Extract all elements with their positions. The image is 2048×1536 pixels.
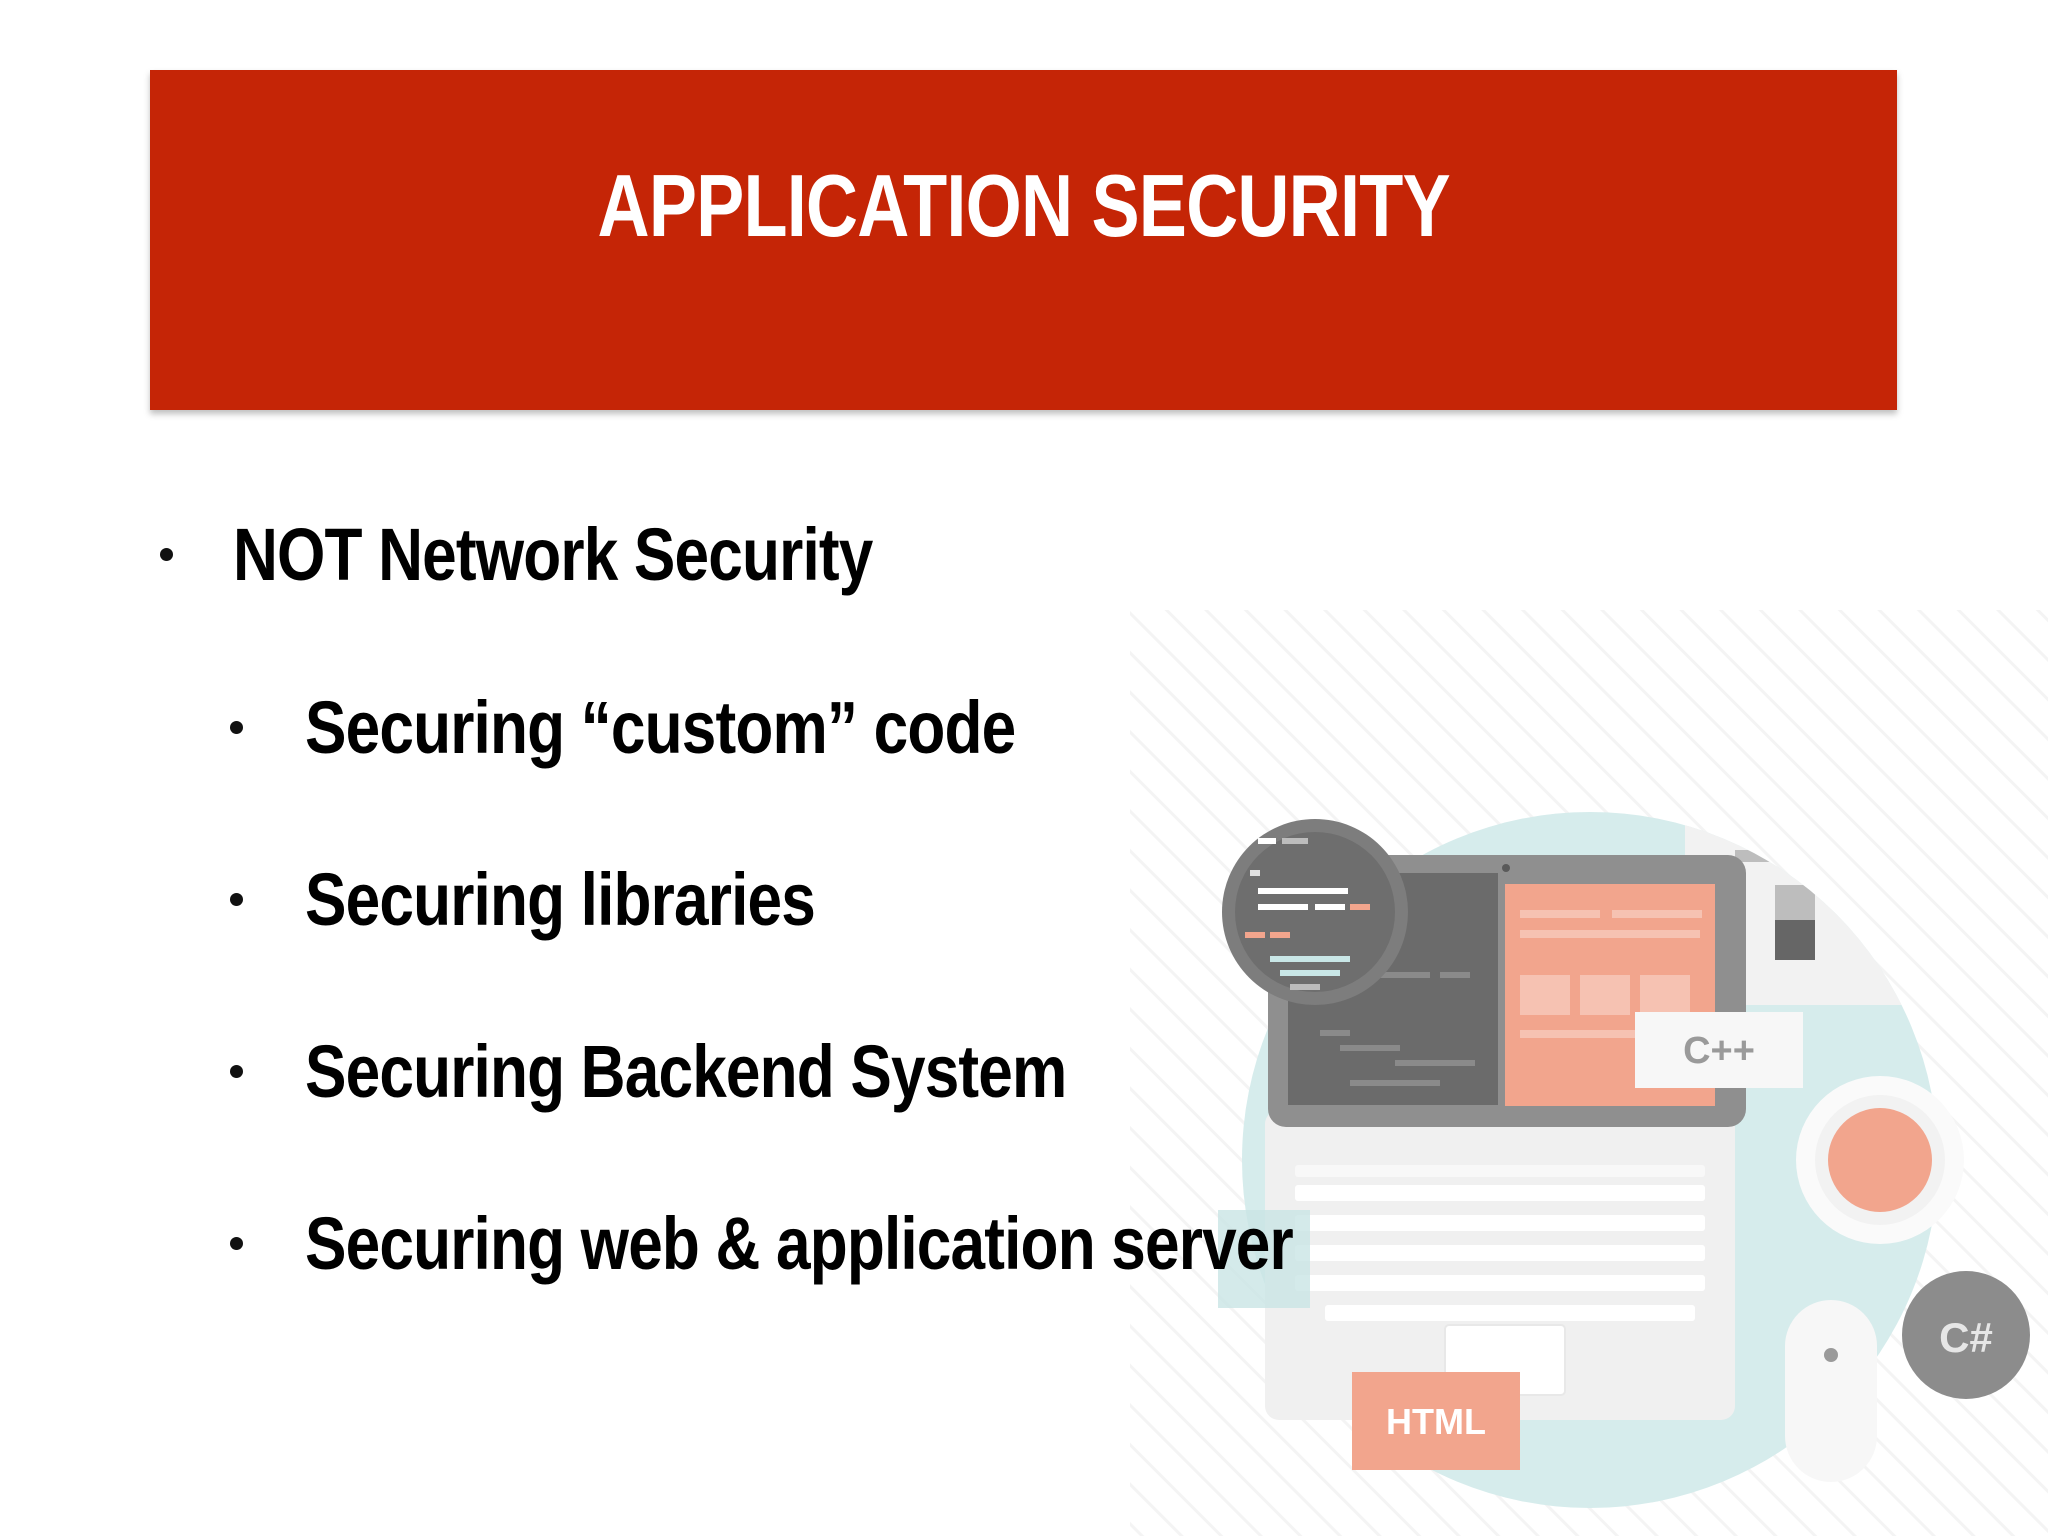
sub-bullet-item: Securing “custom” code — [230, 685, 1151, 770]
title-banner: APPLICATION SECURITY — [150, 70, 1897, 410]
cpp-label: C++ — [1683, 1030, 1755, 1072]
laptop-coding-illustration: C++ C# HTML — [1130, 610, 2048, 1536]
cpp-card — [1635, 1012, 1803, 1088]
bullet-text: NOT Network Security — [233, 513, 873, 596]
bullet-dot-icon — [230, 721, 243, 734]
bullet-text: Securing web & application server — [305, 1202, 1294, 1285]
bullet-dot-icon — [230, 1237, 243, 1250]
html-card — [1352, 1372, 1520, 1470]
slide-title: APPLICATION SECURITY — [597, 156, 1450, 255]
mouse-icon — [1785, 1300, 1877, 1482]
bullet-dot-icon — [230, 1065, 243, 1078]
csharp-badge — [1902, 1271, 2030, 1399]
bullet-dot-icon — [230, 893, 243, 906]
sub-bullet-item: Securing web & application server — [230, 1201, 1481, 1286]
html-label: HTML — [1386, 1401, 1486, 1442]
bullet-text: Securing “custom” code — [305, 686, 1016, 769]
sub-bullet-item: Securing Backend System — [230, 1029, 1211, 1114]
bullet-item: NOT Network Security — [160, 512, 994, 597]
csharp-label: C# — [1939, 1314, 1993, 1361]
bullet-dot-icon — [160, 548, 173, 561]
sub-bullet-item: Securing libraries — [230, 857, 912, 942]
bullet-text: Securing libraries — [305, 858, 816, 941]
bullet-text: Securing Backend System — [305, 1030, 1067, 1113]
